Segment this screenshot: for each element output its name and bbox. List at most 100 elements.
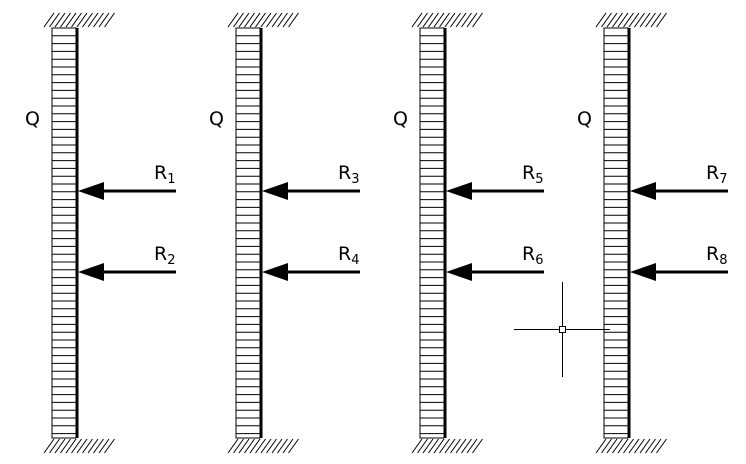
hatch-line — [93, 438, 104, 454]
hatch-line — [411, 438, 423, 454]
top-support-hatch — [227, 12, 299, 28]
hatch-line — [601, 12, 612, 28]
hatch-line — [288, 438, 299, 454]
hatch-line — [282, 12, 294, 28]
force-label: R3 — [338, 164, 360, 187]
hatch-line — [623, 438, 634, 454]
arrowhead — [262, 263, 288, 281]
force-index: 7 — [719, 172, 728, 187]
force-arrow-8 — [630, 263, 728, 281]
hatch-line — [98, 12, 110, 28]
hatch-line — [466, 438, 478, 454]
hatch-line — [461, 438, 472, 454]
hatch-line — [98, 438, 110, 454]
hatch-line — [411, 12, 423, 28]
hatch-line — [466, 12, 478, 28]
hatch-line — [71, 438, 82, 454]
load-label: Q — [25, 108, 40, 130]
hatch-line — [472, 12, 483, 28]
hatch-line — [612, 438, 623, 454]
hatch-line — [49, 438, 60, 454]
hatch-line — [595, 12, 607, 28]
hatch-line — [43, 12, 55, 28]
load-hatch — [604, 35, 628, 435]
hatch-line — [606, 12, 618, 28]
force-arrow-2 — [78, 263, 176, 281]
hatch-line — [266, 12, 277, 28]
force-letter: R — [522, 243, 536, 265]
force-letter: R — [706, 243, 720, 265]
hatch-line — [54, 12, 66, 28]
hatch-line — [628, 12, 640, 28]
hatch-line — [450, 12, 461, 28]
hatch-line — [277, 12, 288, 28]
load-label: Q — [577, 108, 592, 130]
hatch-line — [656, 438, 667, 454]
force-label: R1 — [154, 164, 175, 187]
crosshair-cursor — [514, 282, 610, 377]
top-support-hatch — [595, 12, 667, 28]
hatch-line — [93, 12, 104, 28]
pickbox — [559, 326, 566, 333]
hatch-line — [472, 438, 483, 454]
force-label: R4 — [338, 245, 359, 268]
bottom-support-hatch — [227, 438, 299, 454]
arrowhead — [262, 182, 288, 200]
load-hatch — [420, 35, 444, 435]
hatch-line — [271, 438, 283, 454]
arrowhead — [446, 263, 472, 281]
arrowhead — [630, 182, 656, 200]
hatch-line — [417, 12, 428, 28]
hatch-line — [623, 12, 634, 28]
force-arrow-1 — [78, 182, 176, 200]
hatch-line — [249, 438, 261, 454]
hatch-line — [433, 438, 445, 454]
hatch-line — [450, 438, 461, 454]
top-support-hatch — [411, 12, 483, 28]
force-label: R7 — [706, 164, 728, 187]
hatch-line — [617, 438, 629, 454]
hatch-line — [428, 12, 439, 28]
bottom-support-hatch — [595, 438, 667, 454]
distributed-load-area — [419, 27, 445, 439]
hatch-line — [244, 438, 255, 454]
force-index: 5 — [535, 172, 544, 187]
hatch-line — [249, 12, 261, 28]
hatch-line — [60, 438, 71, 454]
hatch-line — [461, 12, 472, 28]
hatch-line — [60, 12, 71, 28]
hatch-line — [617, 12, 629, 28]
hatch-line — [444, 12, 456, 28]
hatch-line — [71, 12, 82, 28]
hatch-line — [439, 438, 450, 454]
hatch-line — [455, 12, 467, 28]
hatch-line — [233, 438, 244, 454]
hatch-line — [260, 438, 272, 454]
force-index: 3 — [351, 172, 360, 187]
force-index: 2 — [167, 253, 176, 268]
hatch-line — [238, 438, 250, 454]
hatch-line — [87, 438, 99, 454]
hatch-line — [49, 12, 60, 28]
hatch-line — [54, 438, 66, 454]
hatch-line — [601, 438, 612, 454]
load-hatch — [52, 35, 76, 435]
force-index: 6 — [535, 253, 544, 268]
force-letter: R — [154, 243, 168, 265]
hatch-line — [227, 12, 239, 28]
hatch-line — [255, 12, 266, 28]
hatch-line — [422, 12, 434, 28]
hatch-line — [238, 12, 250, 28]
hatch-line — [260, 12, 272, 28]
force-label: R8 — [706, 243, 727, 268]
hatch-line — [417, 438, 428, 454]
bottom-support-hatch — [411, 438, 483, 454]
hatch-line — [428, 438, 439, 454]
hatch-line — [612, 12, 623, 28]
force-arrow-7 — [630, 182, 728, 200]
hatch-line — [444, 438, 456, 454]
force-arrow-6 — [446, 263, 544, 281]
hatch-line — [628, 438, 640, 454]
hatch-line — [233, 12, 244, 28]
